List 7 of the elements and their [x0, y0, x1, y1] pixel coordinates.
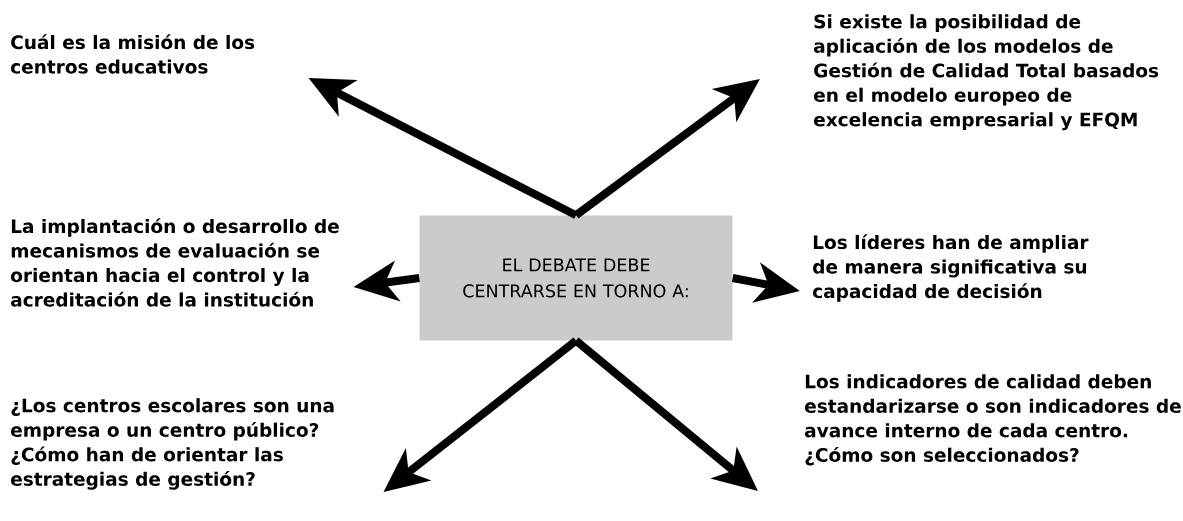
- question-text: Los indicadores de calidad deben estandarizarse o son indicadores de avance interno de cada centro. ¿Cómo son seleccionados?: [805, 374, 1181, 466]
- question-text: Cuál es la misión de los centros educativos: [11, 34, 255, 74]
- question-text: Si existe la posibilidad de aplicación de los modelos de Gestión de Calidad Total basados en el modelo europeo de excelencia empresarial y EFQM: [814, 14, 1159, 131]
- topic-box: EL DEBATE DEBE CENTRARSE EN TORNO A:: [419, 215, 733, 341]
- question-text: La implantación o desarrollo de mecanismos de evaluación se orientan hacia el control y la acreditación de la institución: [11, 218, 339, 307]
- question-text: Los líderes han de ampliar de manera significativa su capacidad de decisión: [813, 234, 1089, 302]
- question-text: ¿Los centros escolares son una empresa o un centro público? ¿Cómo han de orientar las estrategias de gestión?: [11, 398, 334, 490]
